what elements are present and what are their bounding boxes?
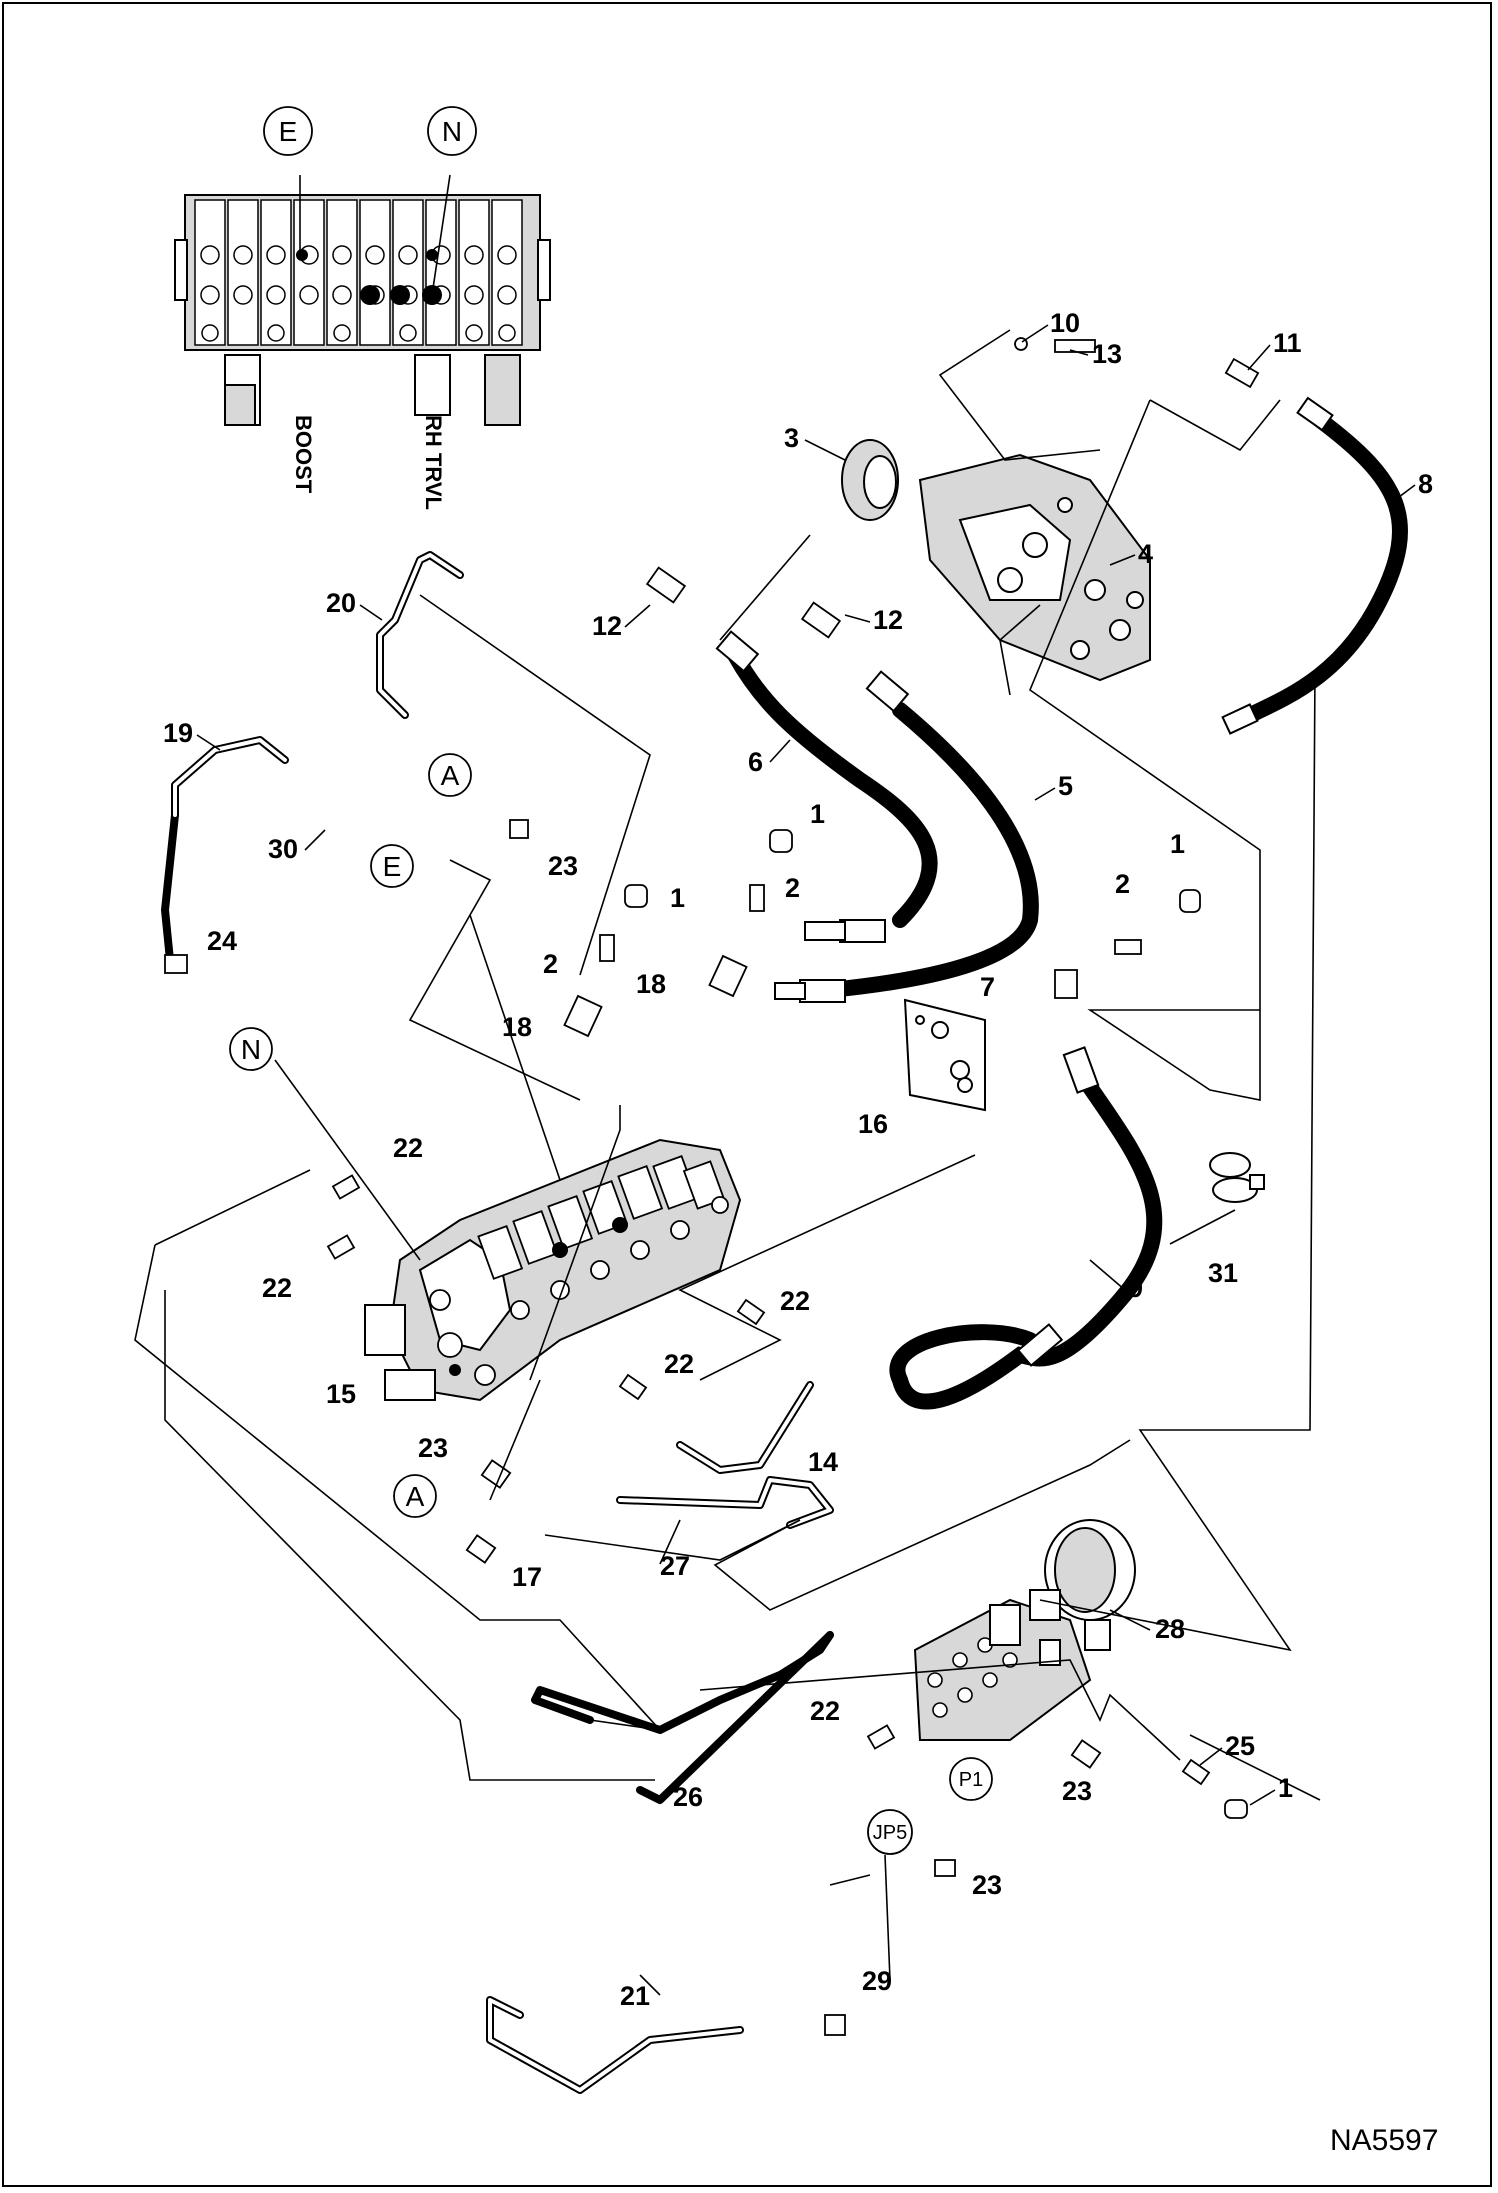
circle-ref-e-lower-text: E xyxy=(383,851,402,882)
circle-ref-a-upper: A xyxy=(428,753,472,797)
circle-ref-n-lower-text: N xyxy=(241,1034,261,1065)
callout-22c: 22 xyxy=(780,1286,810,1316)
callout-18a: 18 xyxy=(636,969,666,999)
callout-8: 8 xyxy=(1418,469,1433,499)
circle-ref-p1-text: P1 xyxy=(959,1769,983,1791)
callout-16: 16 xyxy=(858,1109,888,1139)
callout-1c: 1 xyxy=(670,883,685,913)
callout-1a: 1 xyxy=(810,799,825,829)
circle-ref-n-top-text: N xyxy=(442,116,462,147)
callout-22a: 22 xyxy=(393,1133,423,1163)
callout-17: 17 xyxy=(512,1562,542,1592)
circle-ref-e-top-text: E xyxy=(279,116,298,147)
callout-23a: 23 xyxy=(548,851,578,881)
label-rh-trvl: RH TRVL xyxy=(421,415,446,510)
callout-26: 26 xyxy=(673,1782,703,1812)
circle-ref-e-top: E xyxy=(263,106,313,156)
callout-9: 9 xyxy=(1128,1273,1143,1303)
hose-6 xyxy=(715,630,938,943)
callout-6: 6 xyxy=(748,747,763,777)
hose-5 xyxy=(774,670,1039,1003)
callout-25: 25 xyxy=(1225,1731,1255,1761)
callout-14: 14 xyxy=(808,1447,838,1477)
clamp-31 xyxy=(1209,1152,1265,1203)
solenoid-left xyxy=(989,1604,1021,1646)
circle-ref-n-lower: N xyxy=(229,1027,273,1071)
callout-leaders xyxy=(196,324,1416,1996)
callouts: 10 13 11 3 8 4 20 12 12 19 6 5 30 23 1 2… xyxy=(163,308,1433,2011)
callout-2a: 2 xyxy=(785,873,800,903)
callout-23c: 23 xyxy=(1062,1776,1092,1806)
callout-10: 10 xyxy=(1050,308,1080,338)
fittings xyxy=(164,337,1260,2036)
manifold-block xyxy=(913,1598,1092,1741)
callout-28: 28 xyxy=(1155,1614,1185,1644)
callout-12b: 12 xyxy=(873,605,903,635)
callout-11: 11 xyxy=(1273,328,1302,358)
callout-22b: 22 xyxy=(262,1273,292,1303)
callout-22e: 22 xyxy=(810,1696,840,1726)
pump-assembly xyxy=(841,439,1151,682)
leader-lines xyxy=(134,329,1321,1886)
callout-18b: 18 xyxy=(502,1012,532,1042)
callout-5: 5 xyxy=(1058,771,1073,801)
callout-22d: 22 xyxy=(664,1349,694,1379)
circle-ref-e-lower: E xyxy=(370,844,414,888)
callout-1d: 1 xyxy=(1278,1773,1293,1803)
circle-ref-jp5-text: JP5 xyxy=(873,1822,907,1844)
callout-2c: 2 xyxy=(543,949,558,979)
hose-8 xyxy=(1221,396,1408,735)
callout-2b: 2 xyxy=(1115,869,1130,899)
callout-24: 24 xyxy=(207,926,237,956)
callout-3: 3 xyxy=(784,423,799,453)
label-boost: BOOST xyxy=(291,415,316,494)
circle-ref-a-upper-text: A xyxy=(441,760,460,791)
hose-9 xyxy=(889,1046,1163,1410)
callout-27: 27 xyxy=(660,1551,690,1581)
circle-ref-n-top: N xyxy=(427,106,477,156)
callout-12a: 12 xyxy=(592,611,622,641)
circle-ref-p1: P1 xyxy=(949,1757,993,1801)
drawing-id: NA5597 xyxy=(1330,2124,1438,2157)
callout-15: 15 xyxy=(326,1379,356,1409)
callout-23b: 23 xyxy=(418,1433,448,1463)
rh-travel-port xyxy=(414,354,451,416)
callout-1b: 1 xyxy=(1170,829,1185,859)
plate-16 xyxy=(903,998,986,1112)
control-valve xyxy=(364,1138,742,1402)
callout-19: 19 xyxy=(163,718,193,748)
callout-31: 31 xyxy=(1208,1258,1238,1288)
valve-inset xyxy=(174,174,551,426)
callout-20: 20 xyxy=(326,588,356,618)
callout-4: 4 xyxy=(1138,539,1153,569)
block-28 xyxy=(913,1519,1136,1741)
circle-ref-jp5: JP5 xyxy=(867,1809,913,1855)
circle-ref-a-lower-text: A xyxy=(406,1481,425,1512)
callout-21: 21 xyxy=(620,1981,650,2011)
callout-13: 13 xyxy=(1092,339,1122,369)
callout-30: 30 xyxy=(268,834,298,864)
circle-ref-a-lower: A xyxy=(393,1474,437,1518)
callout-23d: 23 xyxy=(972,1870,1002,1900)
callout-7: 7 xyxy=(980,972,995,1002)
callout-29: 29 xyxy=(862,1966,892,1996)
